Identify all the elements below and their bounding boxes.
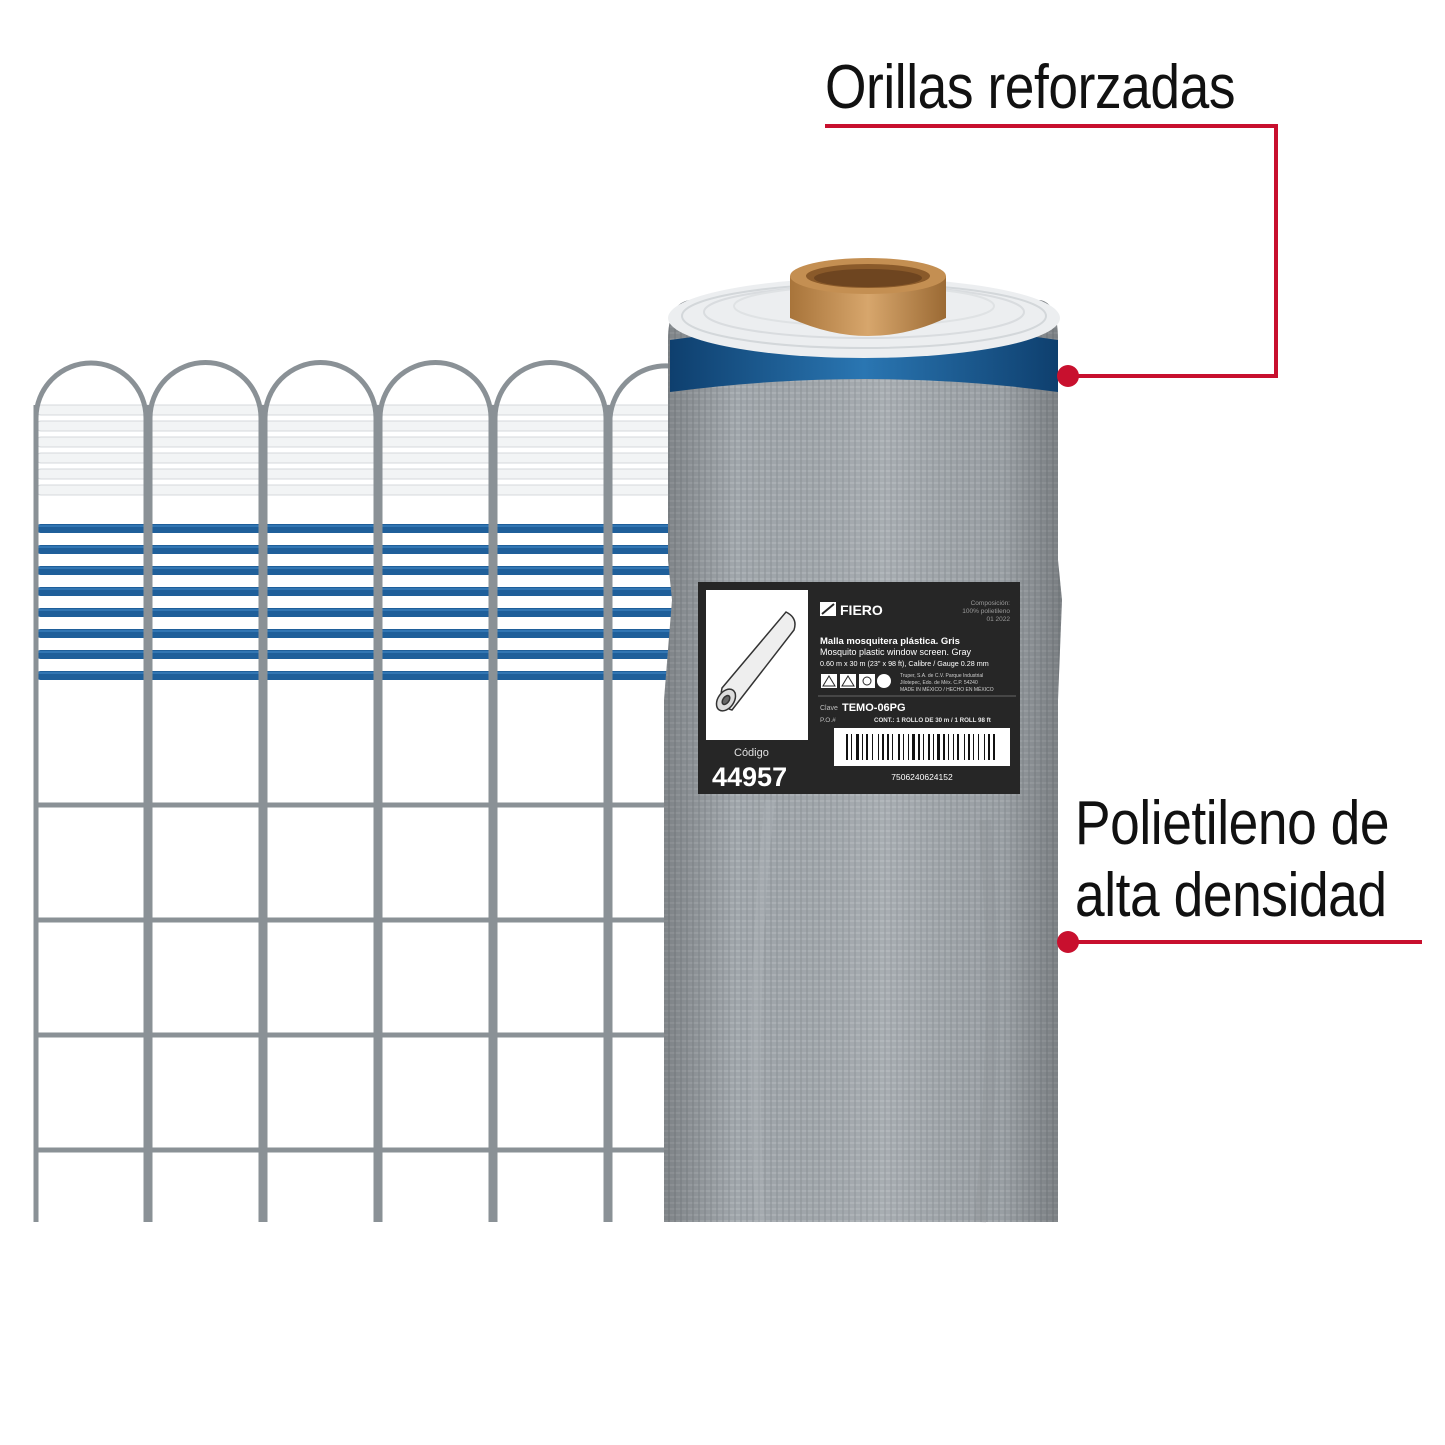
label-barcode-number: 7506240624152 (891, 772, 953, 782)
white-strand (35, 420, 677, 432)
barcode-bar (978, 734, 979, 760)
barcode-bar (948, 734, 949, 760)
barcode-bar (957, 734, 959, 760)
barcode-bar (862, 734, 863, 760)
barcode-bar (882, 734, 884, 760)
white-strand (35, 452, 677, 464)
blue-strands (36, 524, 676, 680)
barcode-bar (964, 734, 965, 760)
grid-wires (33, 360, 671, 1222)
barcode-bar (993, 734, 995, 760)
callout-dot-material (1057, 931, 1079, 953)
fiero-logo: FIERO (820, 602, 883, 618)
barcode-bar (872, 734, 873, 760)
barcode-bar (918, 734, 920, 760)
wire-arch (147, 360, 264, 420)
wire-arch (33, 360, 149, 420)
label-code-caption: Código (734, 747, 769, 759)
barcode-bar (928, 734, 930, 760)
barcode (846, 734, 995, 760)
barcode-bar (988, 734, 990, 760)
callout-lines (825, 124, 1422, 944)
callout-reinforced-edges: Orillas reforzadas (825, 53, 1236, 122)
wire-arch (607, 363, 671, 420)
label-title-en: Mosquito plastic window screen. Gray (820, 647, 972, 657)
barcode-bar (898, 734, 900, 760)
barcode-bar (856, 734, 859, 760)
barcode-bar (984, 734, 985, 760)
wire-arch (377, 360, 494, 420)
barcode-bar (903, 734, 904, 760)
product-label: Código 44957 FIERO Composición: 100% pol… (698, 582, 1020, 794)
barcode-bar (937, 734, 940, 760)
roll-sketch-icon (715, 611, 796, 712)
barcode-box (834, 728, 1010, 766)
label-clave-caption: Clave (820, 705, 838, 712)
label-composition-1: Composición: (971, 600, 1011, 607)
barcode-bar (878, 734, 879, 760)
barcode-bar (943, 734, 945, 760)
wire-arch (262, 360, 379, 420)
barcode-bar (953, 734, 954, 760)
barcode-bar (892, 734, 893, 760)
label-brand: FIERO (840, 602, 883, 618)
label-dimensions: 0.60 m x 30 m (23" x 98 ft), Calibre / G… (820, 659, 989, 668)
wire-arch (492, 360, 609, 420)
screen-roll: Código 44957 FIERO Composición: 100% pol… (664, 258, 1062, 1223)
label-composition-3: 01 2022 (987, 616, 1011, 623)
mesh-grid-illustration (33, 360, 677, 1222)
barcode-bar (968, 734, 970, 760)
recycle-icon (877, 674, 891, 688)
warning-icons (821, 674, 891, 688)
barcode-bar (908, 734, 909, 760)
white-strand (35, 484, 677, 496)
callout-material: Polietileno de alta densidad (1075, 788, 1390, 932)
white-strand (35, 436, 677, 448)
barcode-bar (923, 734, 924, 760)
label-composition-2: 100% polietileno (962, 608, 1010, 615)
callout-dot-edges (1057, 365, 1079, 387)
cardboard-core (790, 258, 946, 336)
callout-line-edges (825, 124, 1278, 378)
barcode-bar (851, 734, 852, 760)
barcode-bar (887, 734, 889, 760)
callout-material-line1: Polietileno de (1075, 789, 1390, 858)
white-strand (35, 404, 677, 416)
white-strand (35, 468, 677, 480)
label-clave: TEMO-06PG (842, 702, 906, 714)
label-company-3: MADE IN MÉXICO / HECHO EN MÉXICO (900, 686, 994, 693)
callout-material-line2: alta densidad (1075, 861, 1387, 930)
barcode-bar (912, 734, 915, 760)
label-content: CONT.: 1 ROLLO DE 30 m / 1 ROLL 98 ft (874, 717, 991, 724)
barcode-bar (973, 734, 974, 760)
barcode-bar (933, 734, 934, 760)
label-company-1: Truper, S.A. de C.V. Parque Industrial (900, 673, 983, 679)
barcode-bar (866, 734, 868, 760)
label-po: P.O.# (820, 717, 836, 724)
label-company-2: Jilotepec, Edo. de Méx. C.P. 54240 (900, 680, 978, 686)
label-title-es: Malla mosquitera plástica. Gris (820, 636, 960, 647)
label-code: 44957 (712, 762, 787, 792)
white-strands (35, 404, 677, 496)
barcode-bar (846, 734, 848, 760)
